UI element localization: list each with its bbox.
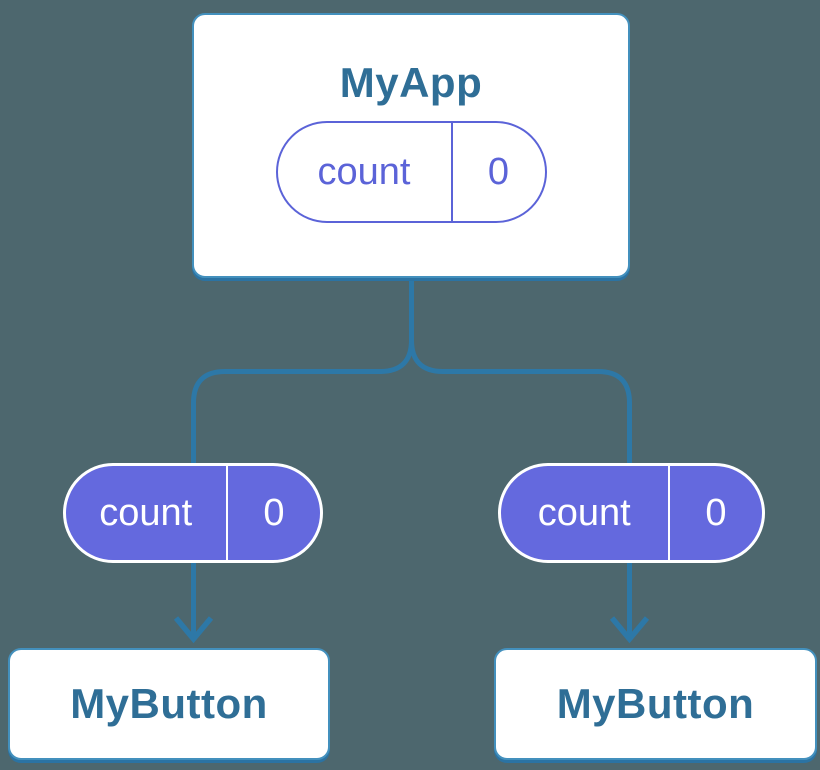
connector-branch-right — [409, 339, 632, 637]
pill-divider — [667, 466, 670, 560]
prop-name-label: count — [537, 491, 631, 534]
myapp-node-title: MyApp — [339, 59, 483, 106]
mybutton-node-title: MyButton — [70, 680, 268, 727]
state-name-label: count — [317, 150, 411, 193]
mybutton-node-left: MyButton — [8, 648, 330, 760]
pill-divider — [450, 123, 453, 221]
prop-name-label: count — [99, 491, 193, 534]
prop-value-label: 0 — [263, 491, 285, 534]
prop-pill-left: count 0 — [63, 463, 323, 563]
mybutton-node-right: MyButton — [494, 648, 817, 760]
pill-divider — [225, 466, 228, 560]
connector-branch-left — [191, 339, 414, 637]
arrowhead-left — [173, 616, 214, 644]
mybutton-node-title: MyButton — [556, 680, 755, 727]
myapp-node: MyApp count 0 — [192, 13, 630, 278]
myapp-state-pill: count 0 — [275, 121, 547, 223]
state-value-label: 0 — [487, 150, 510, 193]
arrowhead-right — [609, 616, 650, 644]
prop-value-label: 0 — [705, 491, 727, 534]
prop-pill-right: count 0 — [498, 463, 765, 563]
